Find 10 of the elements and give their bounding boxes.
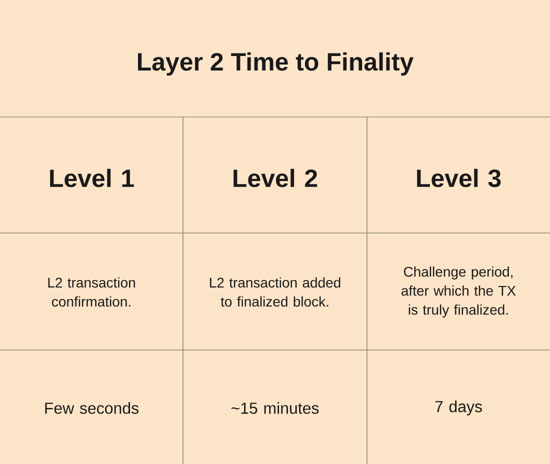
duration-text: ~15 minutes	[231, 402, 319, 414]
duration-text: Few seconds	[45, 402, 138, 414]
column-heading: Level 3	[417, 168, 501, 188]
title-text: Layer 2 Time to Finality	[138, 52, 414, 76]
description-text: Challenge period, after which the TX is truly finalized.	[402, 266, 516, 318]
column-heading: Level 2	[234, 168, 318, 188]
column-heading: Level 1	[50, 168, 134, 188]
duration-text: 7 days	[435, 400, 482, 416]
description-text: L2 transaction added to finalized block.	[210, 277, 340, 307]
description-text: L2 transaction confirmation.	[48, 277, 135, 307]
